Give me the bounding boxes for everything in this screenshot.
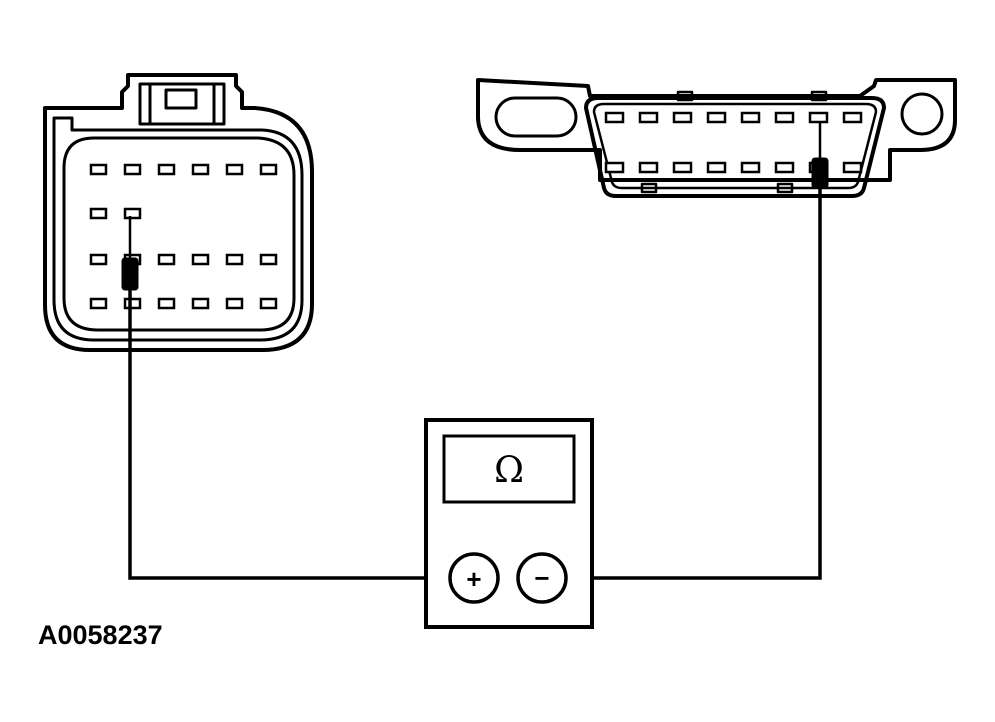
left-connector-pin-r1-c2 — [123, 163, 142, 176]
left-connector-pin-r3-c4 — [191, 253, 210, 266]
left-connector-pin-r1-c4 — [191, 163, 210, 176]
obd-connector-pin-r1-c3 — [672, 111, 693, 124]
positive-jack[interactable]: + — [448, 552, 500, 604]
left-connector-pin-r4-c2 — [123, 297, 142, 310]
left-connector-pin-r4-c4 — [191, 297, 210, 310]
figure-reference-label: A0058237 — [38, 620, 163, 650]
obd-connector — [476, 78, 957, 198]
left-connector-pin-r1-c1 — [89, 163, 108, 176]
obd-connector-pin-r1-c2 — [638, 111, 659, 124]
left-connector-inner-outline — [52, 116, 304, 342]
obd-connector-pin-r2-c2 — [638, 161, 659, 174]
left-connector-pin-r3-c5 — [225, 253, 244, 266]
obd-connector-shroud — [584, 96, 886, 198]
left-probe-tip — [121, 216, 139, 304]
ohm-symbol: Ω — [494, 450, 524, 491]
ohmmeter-display — [442, 434, 576, 504]
obd-connector-pin-r1-c1 — [604, 111, 625, 124]
test-leads — [128, 188, 822, 580]
obd-mounting-hole-right — [900, 92, 944, 136]
left-connector-pin-r1-c3 — [157, 163, 176, 176]
obd-connector-pin-r1-c5 — [740, 111, 761, 124]
obd-connector-pin-r2-c6 — [774, 161, 795, 174]
obd-key-top-right — [810, 90, 828, 102]
left-connector-pin-r4-c1 — [89, 297, 108, 310]
left-connector-pin-r1-c6 — [259, 163, 278, 176]
obd-connector-pin-r2-c3 — [672, 161, 693, 174]
left-connector-pin-r4-c5 — [225, 297, 244, 310]
left-connector — [43, 73, 314, 352]
obd-key-bottom-right — [776, 182, 794, 194]
left-connector-pin-r2-c2 — [123, 207, 142, 220]
negative-test-lead — [566, 188, 822, 580]
obd-connector-pin-r1-c6 — [774, 111, 795, 124]
left-connector-pins — [89, 163, 278, 310]
left-connector-lock-tab — [138, 82, 226, 126]
obd-key-bottom-left — [640, 182, 658, 194]
obd-connector-pin-r2-c8 — [842, 161, 863, 174]
positive-jack-symbol: + — [466, 564, 481, 594]
obd-connector-pin-r1-c4 — [706, 111, 727, 124]
obd-connector-pin-r1-c8 — [842, 111, 863, 124]
negative-jack[interactable]: − — [516, 552, 568, 604]
obd-mounting-slot-left — [494, 96, 578, 138]
obd-key-top-left — [676, 90, 694, 102]
left-connector-pin-r3-c3 — [157, 253, 176, 266]
left-connector-pin-field — [62, 136, 296, 332]
left-connector-pin-r4-c3 — [157, 297, 176, 310]
obd-connector-pin-r2-c5 — [740, 161, 761, 174]
left-connector-pin-r1-c5 — [225, 163, 244, 176]
probe-tips — [121, 122, 829, 304]
ohmmeter: Ω + − — [424, 418, 594, 629]
left-connector-housing — [43, 73, 314, 352]
obd-connector-pin-r2-c4 — [706, 161, 727, 174]
positive-test-lead — [128, 290, 450, 580]
negative-jack-symbol: − — [534, 563, 549, 593]
left-connector-pin-r3-c1 — [89, 253, 108, 266]
obd-connector-flange — [476, 78, 957, 182]
left-connector-pin-r3-c6 — [259, 253, 278, 266]
obd-connector-pins — [604, 111, 863, 174]
obd-probe-tip — [811, 122, 829, 189]
left-connector-pin-r2-c1 — [89, 207, 108, 220]
left-connector-pin-r4-c6 — [259, 297, 278, 310]
obd-connector-pin-r1-c7 — [808, 111, 829, 124]
obd-connector-pin-r2-c1 — [604, 161, 625, 174]
obd-connector-shroud-inner — [592, 102, 878, 190]
